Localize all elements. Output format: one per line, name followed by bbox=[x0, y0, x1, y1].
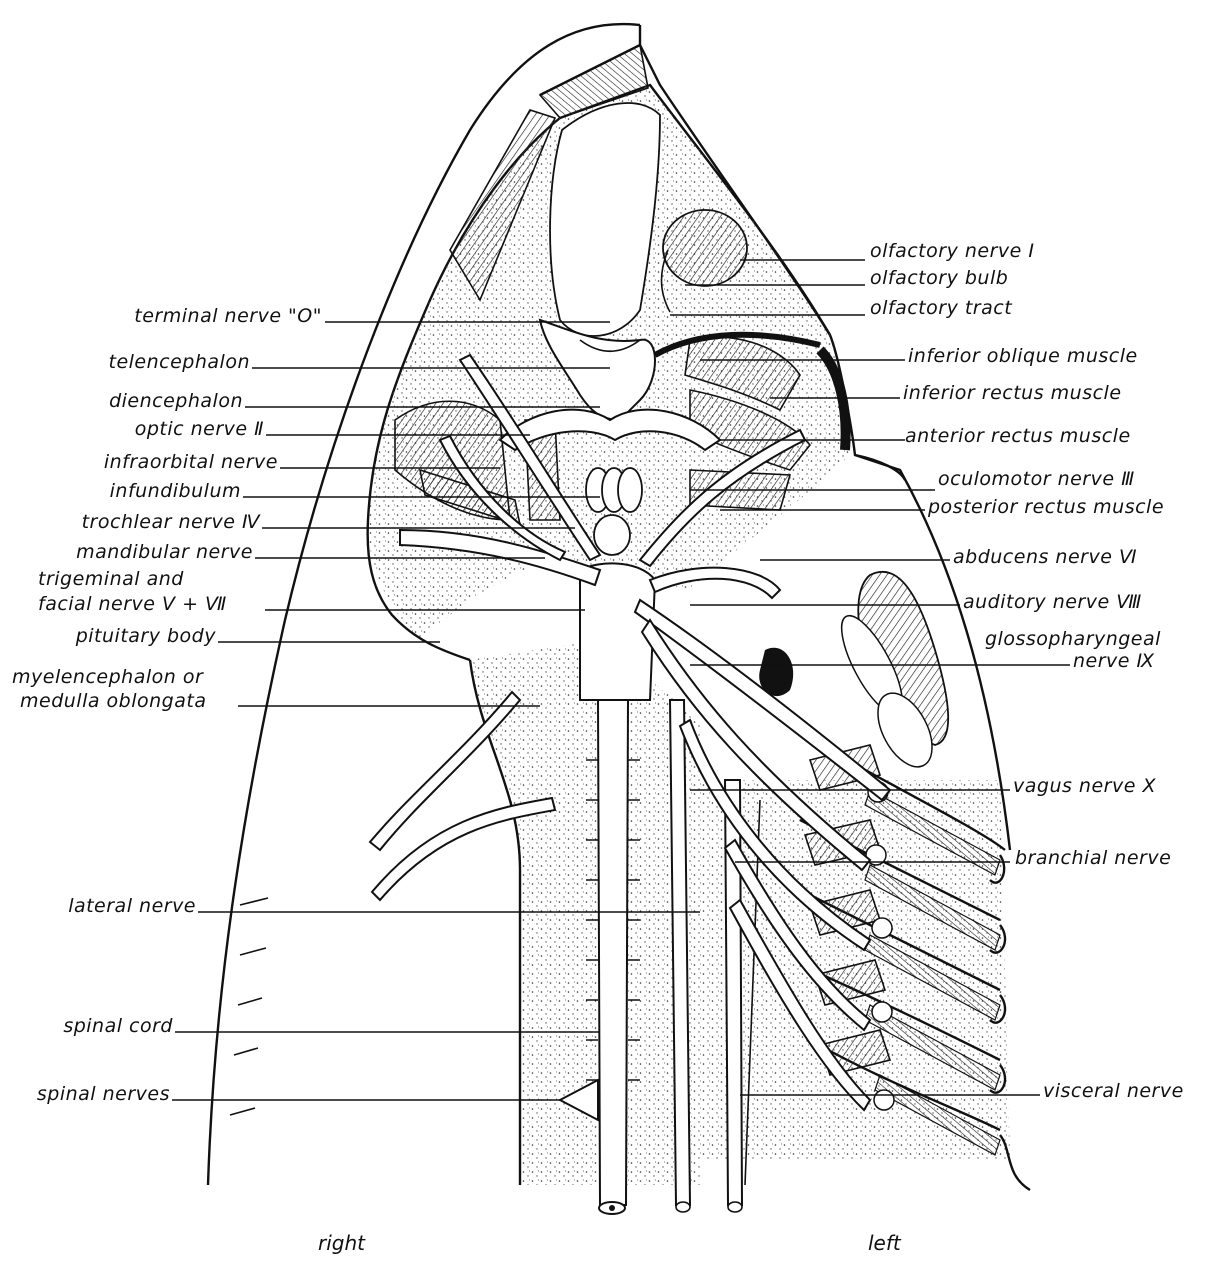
gill-arches bbox=[700, 745, 1030, 1190]
left-labels: terminal nerve "O" telencephalon diencep… bbox=[12, 305, 322, 1105]
label-pituitary-body: pituitary body bbox=[75, 625, 217, 647]
label-mandibular-nerve: mandibular nerve bbox=[76, 541, 253, 563]
spinal-nerve-hooks bbox=[230, 898, 268, 1115]
label-optic-nerve: optic nerve Ⅱ bbox=[135, 418, 264, 440]
label-diencephalon: diencephalon bbox=[109, 390, 243, 412]
side-label-right: right bbox=[318, 1231, 366, 1255]
olfactory-bulb-shape bbox=[663, 210, 747, 286]
label-oculomotor-nerve: oculomotor nerve Ⅲ bbox=[938, 468, 1135, 490]
label-branchial-nerve: branchial nerve bbox=[1015, 847, 1171, 869]
label-trigeminal-facial-line2: facial nerve Ⅴ + Ⅶ bbox=[38, 593, 227, 615]
label-myelencephalon-line2: medulla oblongata bbox=[20, 690, 206, 712]
label-inferior-oblique: inferior oblique muscle bbox=[908, 345, 1138, 367]
label-infundibulum: infundibulum bbox=[110, 480, 241, 502]
label-trigeminal-facial-line1: trigeminal and bbox=[38, 568, 184, 590]
label-inferior-rectus: inferior rectus muscle bbox=[903, 382, 1122, 404]
label-glossopharyngeal-line1: glossopharyngeal bbox=[985, 628, 1161, 650]
label-spinal-cord: spinal cord bbox=[63, 1015, 173, 1037]
label-infraorbital-nerve: infraorbital nerve bbox=[104, 451, 278, 473]
label-anterior-rectus: anterior rectus muscle bbox=[905, 425, 1131, 447]
label-auditory-nerve: auditory nerve Ⅷ bbox=[963, 591, 1142, 613]
label-olfactory-nerve: olfactory nerve Ⅰ bbox=[870, 240, 1034, 262]
label-myelencephalon-line1: myelencephalon or bbox=[12, 666, 204, 688]
label-abducens-nerve: abducens nerve Ⅵ bbox=[953, 546, 1137, 568]
label-posterior-rectus: posterior rectus muscle bbox=[927, 496, 1164, 518]
label-visceral-nerve: visceral nerve bbox=[1043, 1080, 1184, 1102]
label-lateral-nerve: lateral nerve bbox=[68, 895, 196, 917]
label-glossopharyngeal-line2: nerve Ⅸ bbox=[1073, 650, 1155, 672]
side-label-left: left bbox=[868, 1231, 902, 1255]
label-vagus-nerve: vagus nerve Ⅹ bbox=[1013, 775, 1156, 797]
label-spinal-nerves: spinal nerves bbox=[37, 1083, 170, 1105]
label-telencephalon: telencephalon bbox=[109, 351, 250, 373]
label-trochlear-nerve: trochlear nerve Ⅳ bbox=[82, 511, 261, 533]
label-olfactory-bulb: olfactory bulb bbox=[870, 267, 1008, 289]
label-terminal-nerve: terminal nerve "O" bbox=[134, 305, 322, 327]
label-olfactory-tract: olfactory tract bbox=[870, 297, 1013, 319]
